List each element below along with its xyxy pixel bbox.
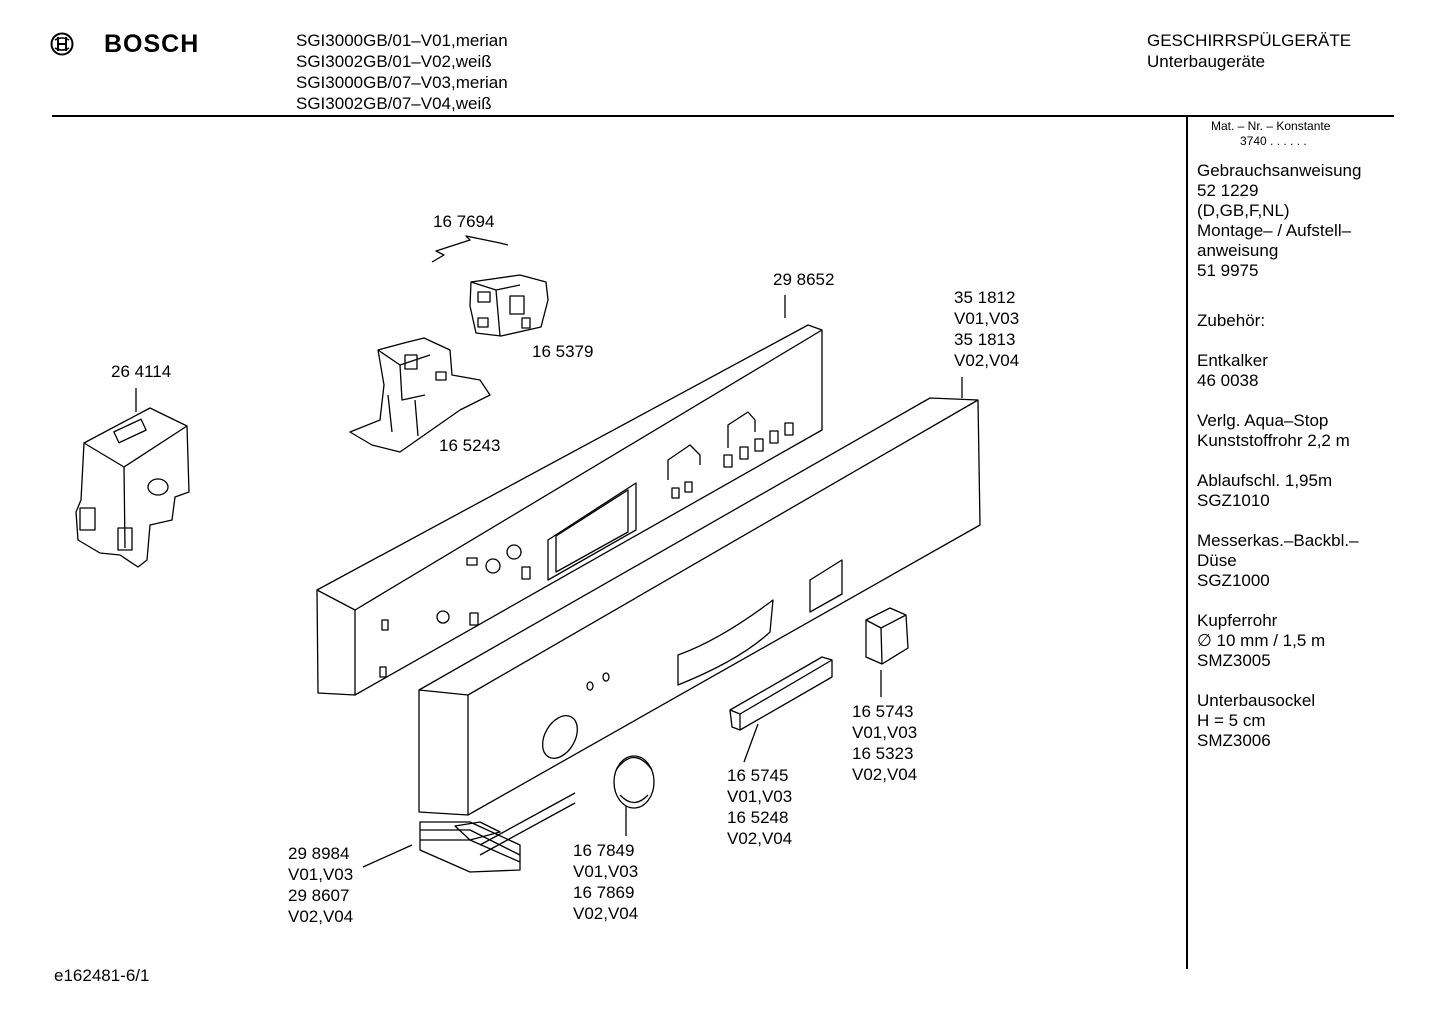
part-label-line: V02,V04 [727, 829, 792, 848]
front-fascia-part [418, 397, 981, 816]
part-label-line: V01,V03 [954, 309, 1019, 328]
part-label-line: V02,V04 [573, 904, 638, 923]
part-label-line: 16 5743 [852, 702, 913, 721]
spring-clip-part [431, 235, 509, 263]
part-label-line: 16 7694 [433, 212, 494, 231]
document-id: e162481-6/1 [54, 966, 150, 985]
part-label-line: 35 1812 [954, 288, 1015, 307]
sidebar-block-accessories-heading: Zubehör: [1197, 311, 1266, 330]
push-button-part [865, 607, 909, 665]
model-list: SGI3000GB/01–V01,merian SGI3002GB/01–V02… [296, 30, 508, 114]
part-label-line: 29 8652 [773, 270, 834, 289]
sidebar-block-base: Unterbausockel H = 5 cm SMZ3006 [1197, 691, 1316, 750]
rear-control-panel-part [316, 324, 823, 696]
category-line-sub: Unterbaugeräte [1147, 52, 1266, 71]
part-label-line: 35 1813 [954, 330, 1015, 349]
sidebar-block-manual: Gebrauchsanweisung 52 1229 (D,GB,F,NL) M… [1197, 161, 1362, 280]
sidebar-block-copper-pipe: Kupferrohr ∅ 10 mm / 1,5 m SMZ3005 [1197, 611, 1326, 670]
label-264114: 26 4114 [111, 362, 171, 381]
part-label-line: 16 7849 [573, 841, 634, 860]
part-label-line: V01,V03 [727, 787, 792, 806]
foam-strip-part [419, 792, 576, 873]
part-label-line: V02,V04 [954, 351, 1019, 370]
brand-name: BOSCH [104, 30, 200, 58]
label-298652: 29 8652 [773, 270, 834, 289]
sidebar-block-aquastop: Verlg. Aqua–Stop Kunststoffrohr 2,2 m [1197, 411, 1350, 450]
model-line: SGI3000GB/01–V01,merian [296, 31, 508, 50]
label-167694: 16 7694 [433, 212, 494, 231]
model-line: SGI3002GB/07–V04,weiß [296, 94, 492, 113]
bosch-logo-icon [50, 32, 74, 56]
part-label-line: 29 8984 [288, 844, 349, 863]
part-label-line: V02,V04 [288, 907, 353, 926]
control-module-part [75, 407, 190, 568]
part-label-line: 29 8607 [288, 886, 349, 905]
label-165379: 16 5379 [532, 342, 593, 361]
sidebar-block-descaler: Entkalker 46 0038 [1197, 351, 1268, 390]
sidebar-block-drain-hose: Ablaufschl. 1,95m SGZ1010 [1197, 471, 1333, 510]
part-label-line: 16 5243 [439, 436, 500, 455]
part-label-line: V01,V03 [852, 723, 917, 742]
exploded-view-diagram: 16 7694 29 8652 16 5379 35 1812V01,V0335… [75, 212, 1019, 926]
header-divider [52, 115, 1394, 117]
part-label-line: 16 5745 [727, 766, 788, 785]
model-line: SGI3002GB/01–V02,weiß [296, 52, 492, 71]
part-label-line: V01,V03 [573, 862, 638, 881]
matnr-label: Mat. – Nr. – Konstante [1211, 119, 1331, 133]
category-line-main: GESCHIRRSPÜLGERÄTE [1147, 31, 1352, 50]
part-label-line: 16 7869 [573, 883, 634, 902]
part-label-line: V02,V04 [852, 765, 917, 784]
part-label-line: 16 5379 [532, 342, 593, 361]
part-label-line: V01,V03 [288, 865, 353, 884]
model-line: SGI3000GB/07–V03,merian [296, 73, 508, 92]
switch-part [469, 274, 549, 337]
holder-part [349, 337, 491, 453]
part-label-line: 16 5248 [727, 808, 788, 827]
sidebar-block-nozzle: Messerkas.–Backbl.– Düse SGZ1000 [1197, 531, 1359, 590]
light-guide-strip-part [729, 656, 833, 731]
selector-knob-part [613, 755, 655, 809]
category-title: GESCHIRRSPÜLGERÄTE Unterbaugeräte [1147, 30, 1351, 72]
part-label-line: 26 4114 [111, 362, 171, 381]
part-label-line: 16 5323 [852, 744, 913, 763]
sidebar-notes: Gebrauchsanweisung 52 1229 (D,GB,F,NL) M… [1197, 161, 1417, 751]
sidebar-divider [1186, 117, 1188, 969]
matnr-value: 3740 . . . . . . [1240, 134, 1307, 148]
label-165243: 16 5243 [439, 436, 500, 455]
leader-lines [135, 295, 963, 868]
